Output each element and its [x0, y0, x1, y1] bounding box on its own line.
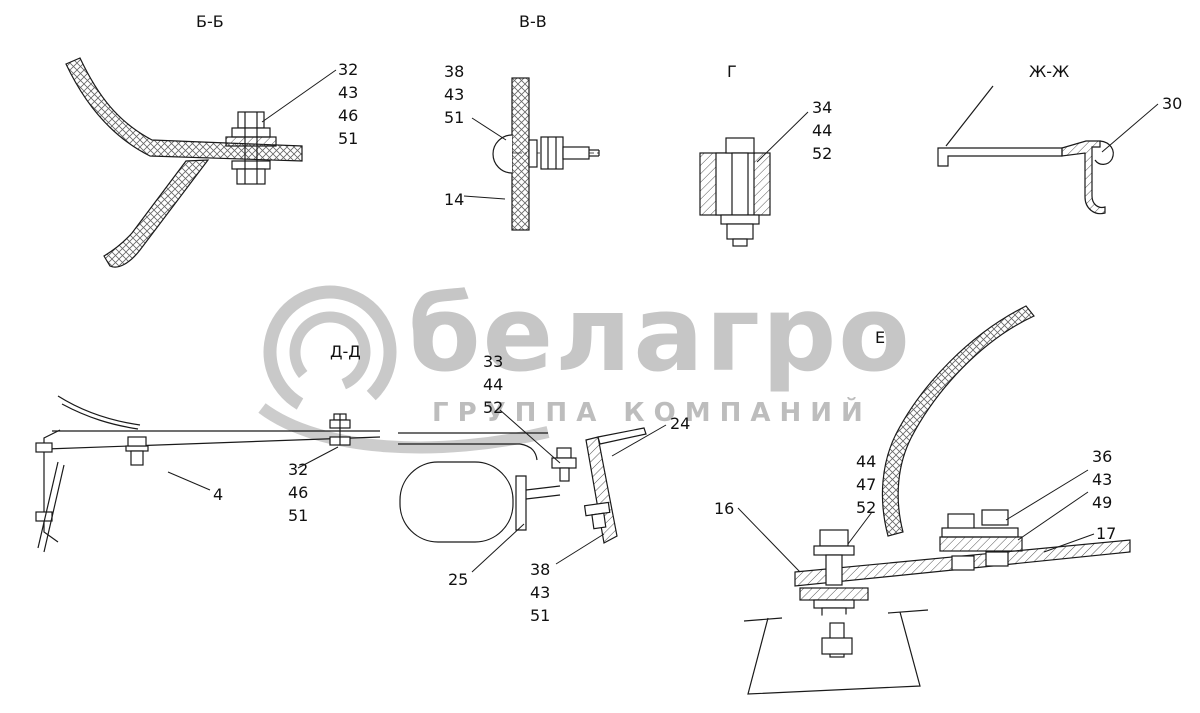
leader-zh-part30: [1101, 103, 1159, 153]
callout-mid-fastener-top: 33 44 52: [483, 350, 503, 419]
part-number: 34: [812, 98, 833, 117]
callout-dd-part4: 4: [213, 483, 223, 506]
part-number: 51: [530, 606, 551, 625]
section-title-bb: Б-Б: [196, 12, 224, 31]
part-number: 33: [483, 352, 504, 371]
leader-e-part17: [1043, 533, 1095, 553]
leader-dd-part4: [167, 471, 211, 491]
part-number: 43: [338, 83, 359, 102]
leader-bb-fastener: [261, 69, 337, 123]
callout-mid-part24: 24: [670, 412, 690, 435]
part-number: 52: [483, 398, 504, 417]
part-number: 52: [856, 498, 877, 517]
callout-zh-part30: 30: [1162, 92, 1182, 115]
view-vv-drawing: [492, 77, 602, 231]
g-bolt-assembly: [720, 137, 760, 247]
part-number: 51: [288, 506, 309, 525]
part-number: 43: [530, 583, 551, 602]
part-number: 30: [1162, 94, 1183, 113]
view-muffler-drawing: [398, 427, 647, 544]
part-number: 49: [1092, 493, 1113, 512]
part-number: 25: [448, 570, 469, 589]
part-number: 32: [288, 460, 309, 479]
part-number: 52: [812, 144, 833, 163]
leader-vv-part14: [463, 195, 506, 200]
part-number: 47: [856, 475, 877, 494]
part-number: 44: [812, 121, 833, 140]
section-title-vv: В-В: [519, 12, 547, 31]
part-number: 38: [530, 560, 551, 579]
part-number: 24: [670, 414, 691, 433]
leader-e-fastener-right-a: [1005, 469, 1089, 521]
muffler-bottom-bolt: [583, 501, 611, 530]
leader-mid-fastener-bottom: [555, 533, 605, 565]
part-number: 46: [338, 106, 359, 125]
part-number: 51: [338, 129, 359, 148]
view-dd-drawing: [35, 395, 381, 553]
view-bb-drawing: [65, 57, 303, 268]
part-number: 43: [1092, 470, 1113, 489]
callout-e-fastener-left: 44 47 52: [856, 450, 876, 519]
callout-vv-fastener: 38 43 51: [444, 60, 464, 129]
bb-bolt-assembly: [225, 111, 277, 185]
muffler-top-bolt: [551, 447, 577, 482]
section-title-g: Г: [727, 62, 737, 81]
part-number: 44: [856, 452, 877, 471]
part-number: 17: [1096, 524, 1117, 543]
callout-mid-part25: 25: [448, 568, 468, 591]
e-right-bolt-assembly: [939, 509, 1023, 571]
leader-e-fastener-left: [847, 511, 873, 545]
part-number: 36: [1092, 447, 1113, 466]
callout-mid-fastener-bottom: 38 43 51: [530, 558, 550, 627]
watermark-brand: белагро: [408, 273, 912, 395]
part-number: 43: [444, 85, 465, 104]
leader-e-part16: [737, 507, 801, 573]
view-g-drawing: [699, 137, 771, 247]
callout-bb-fastener: 32 43 46 51: [338, 58, 358, 150]
part-number: 16: [714, 499, 735, 518]
callout-e-part17: 17: [1096, 522, 1116, 545]
section-title-dd: Д-Д: [330, 342, 361, 361]
part-number: 38: [444, 62, 465, 81]
callout-vv-part14: 14: [444, 188, 464, 211]
section-title-e: Е: [875, 328, 886, 347]
part-number: 14: [444, 190, 465, 209]
leader-mid-part24: [611, 424, 667, 457]
leader-mid-part25: [471, 523, 525, 573]
callout-e-fastener-right: 36 43 49: [1092, 445, 1112, 514]
part-number: 51: [444, 108, 465, 127]
view-e-drawing: [743, 305, 1131, 695]
leader-mid-fastener-top: [499, 409, 561, 464]
dd-end-clamp: [329, 413, 351, 446]
leader-e-fastener-right-b: [1017, 491, 1089, 541]
callout-e-part16: 16: [714, 497, 734, 520]
section-title-zh: Ж-Ж: [1029, 62, 1070, 81]
leader-g-fastener: [756, 111, 809, 163]
part-number: 46: [288, 483, 309, 502]
part-number: 44: [483, 375, 504, 394]
callout-g-fastener: 34 44 52: [812, 96, 832, 165]
leader-vv-fastener: [471, 117, 507, 141]
view-zh-drawing: [937, 85, 1114, 215]
leader-dd-fastener: [297, 446, 339, 469]
callout-dd-fastener: 32 46 51: [288, 458, 308, 527]
leader-lines: [167, 69, 1159, 573]
vv-bolt-assembly: [528, 136, 600, 170]
part-number: 4: [213, 485, 224, 504]
e-support-bracket: [743, 609, 929, 695]
dd-small-bolt: [125, 436, 149, 466]
part-number: 32: [338, 60, 359, 79]
